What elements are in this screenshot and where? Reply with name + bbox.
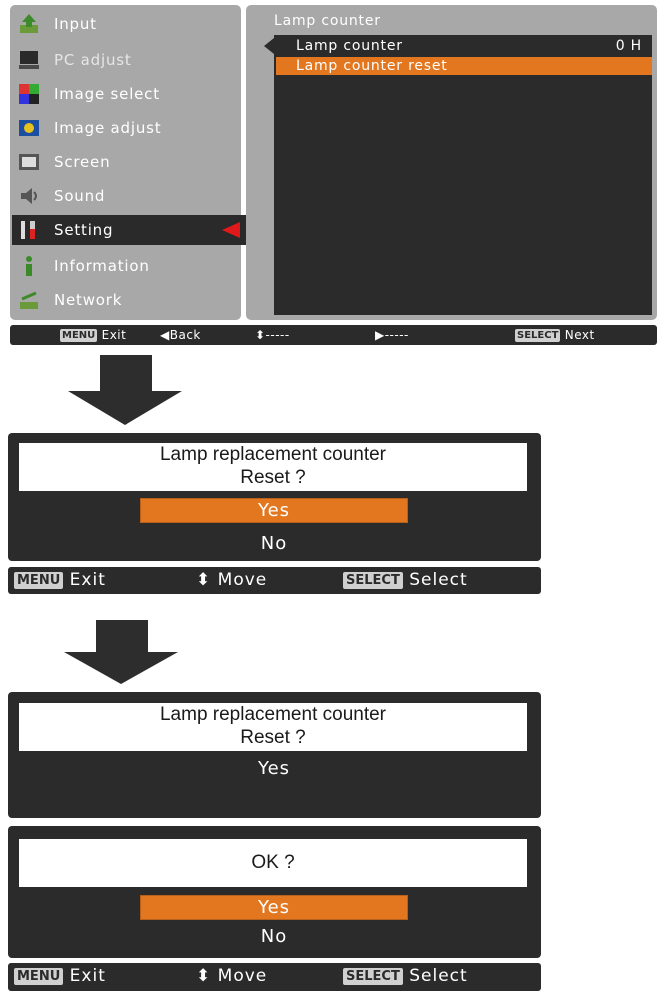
screen-icon (18, 151, 40, 173)
input-icon (18, 13, 40, 35)
menu-item-input[interactable]: Input (18, 9, 238, 39)
selection-pointer-icon (222, 222, 240, 238)
guide-back[interactable]: ◀Back (160, 328, 201, 342)
submenu-list (274, 35, 652, 315)
image-select-icon (18, 83, 40, 105)
menu-key-icon: MENU (60, 329, 98, 342)
submenu-pointer (264, 38, 274, 54)
guide-move: ⬍ Move (196, 966, 268, 986)
option-no[interactable]: No (260, 533, 288, 554)
menu-item-information[interactable]: Information (18, 251, 238, 281)
guide-select[interactable]: SELECT Select (343, 570, 468, 590)
sound-icon (18, 185, 40, 207)
guide-move: ⬍ Move (196, 570, 268, 590)
setting-icon (18, 219, 40, 241)
select-key-icon: SELECT (343, 967, 403, 985)
guide-bar-menu: MENU Exit ◀Back ⬍----- ▶----- SELECT Nex… (10, 325, 657, 345)
submenu-row-lamp-counter: Lamp counter 0 H (296, 38, 650, 54)
lamp-counter-value: 0 H (615, 38, 642, 54)
guide-move: ⬍----- (255, 328, 290, 342)
menu-key-icon: MENU (14, 571, 64, 589)
menu-item-network[interactable]: Network (18, 285, 238, 315)
ok-dialog-message: OK ? (18, 838, 528, 888)
submenu-row-lamp-counter-reset[interactable]: Lamp counter reset (276, 57, 652, 75)
menu-key-icon: MENU (14, 967, 64, 985)
flow-arrow-down-icon (68, 355, 182, 429)
menu-item-pc-adjust[interactable]: PC adjust (18, 45, 238, 75)
reset-dialog-message: Lamp replacement counter Reset ? (18, 442, 528, 492)
lamp-counter-label: Lamp counter (296, 38, 403, 54)
menu-item-sound[interactable]: Sound (18, 181, 238, 211)
menu-item-image-adjust[interactable]: Image adjust (18, 113, 238, 143)
select-key-icon: SELECT (515, 329, 561, 342)
guide-bar-dialog1: MENU Exit ⬍ Move SELECT Select (8, 567, 541, 594)
guide-select[interactable]: SELECT Select (343, 966, 468, 986)
selected-answer-yes: Yes (257, 758, 291, 779)
reset-confirmed-message: Lamp replacement counter Reset ? (18, 702, 528, 752)
guide-exit[interactable]: MENU Exit (14, 966, 106, 986)
option-yes[interactable]: Yes (140, 498, 408, 523)
menu-item-setting[interactable]: Setting (12, 215, 252, 245)
select-key-icon: SELECT (343, 571, 403, 589)
option-no[interactable]: No (260, 926, 288, 947)
image-adjust-icon (18, 117, 40, 139)
guide-right: ▶----- (375, 328, 409, 342)
menu-item-screen[interactable]: Screen (18, 147, 238, 177)
guide-exit[interactable]: MENU Exit (14, 570, 106, 590)
guide-exit[interactable]: MENU Exit (60, 328, 127, 342)
pc-adjust-icon (18, 49, 40, 71)
guide-next[interactable]: SELECT Next (515, 328, 595, 342)
main-menu-panel: Input PC adjust Image select Image adjus… (10, 5, 252, 320)
guide-bar-dialog3: MENU Exit ⬍ Move SELECT Select (8, 963, 541, 991)
menu-item-image-select[interactable]: Image select (18, 79, 238, 109)
submenu-title: Lamp counter (274, 13, 381, 29)
network-icon (18, 289, 40, 311)
option-yes[interactable]: Yes (140, 895, 408, 920)
information-icon (18, 255, 40, 277)
flow-arrow-down-icon (64, 620, 178, 688)
